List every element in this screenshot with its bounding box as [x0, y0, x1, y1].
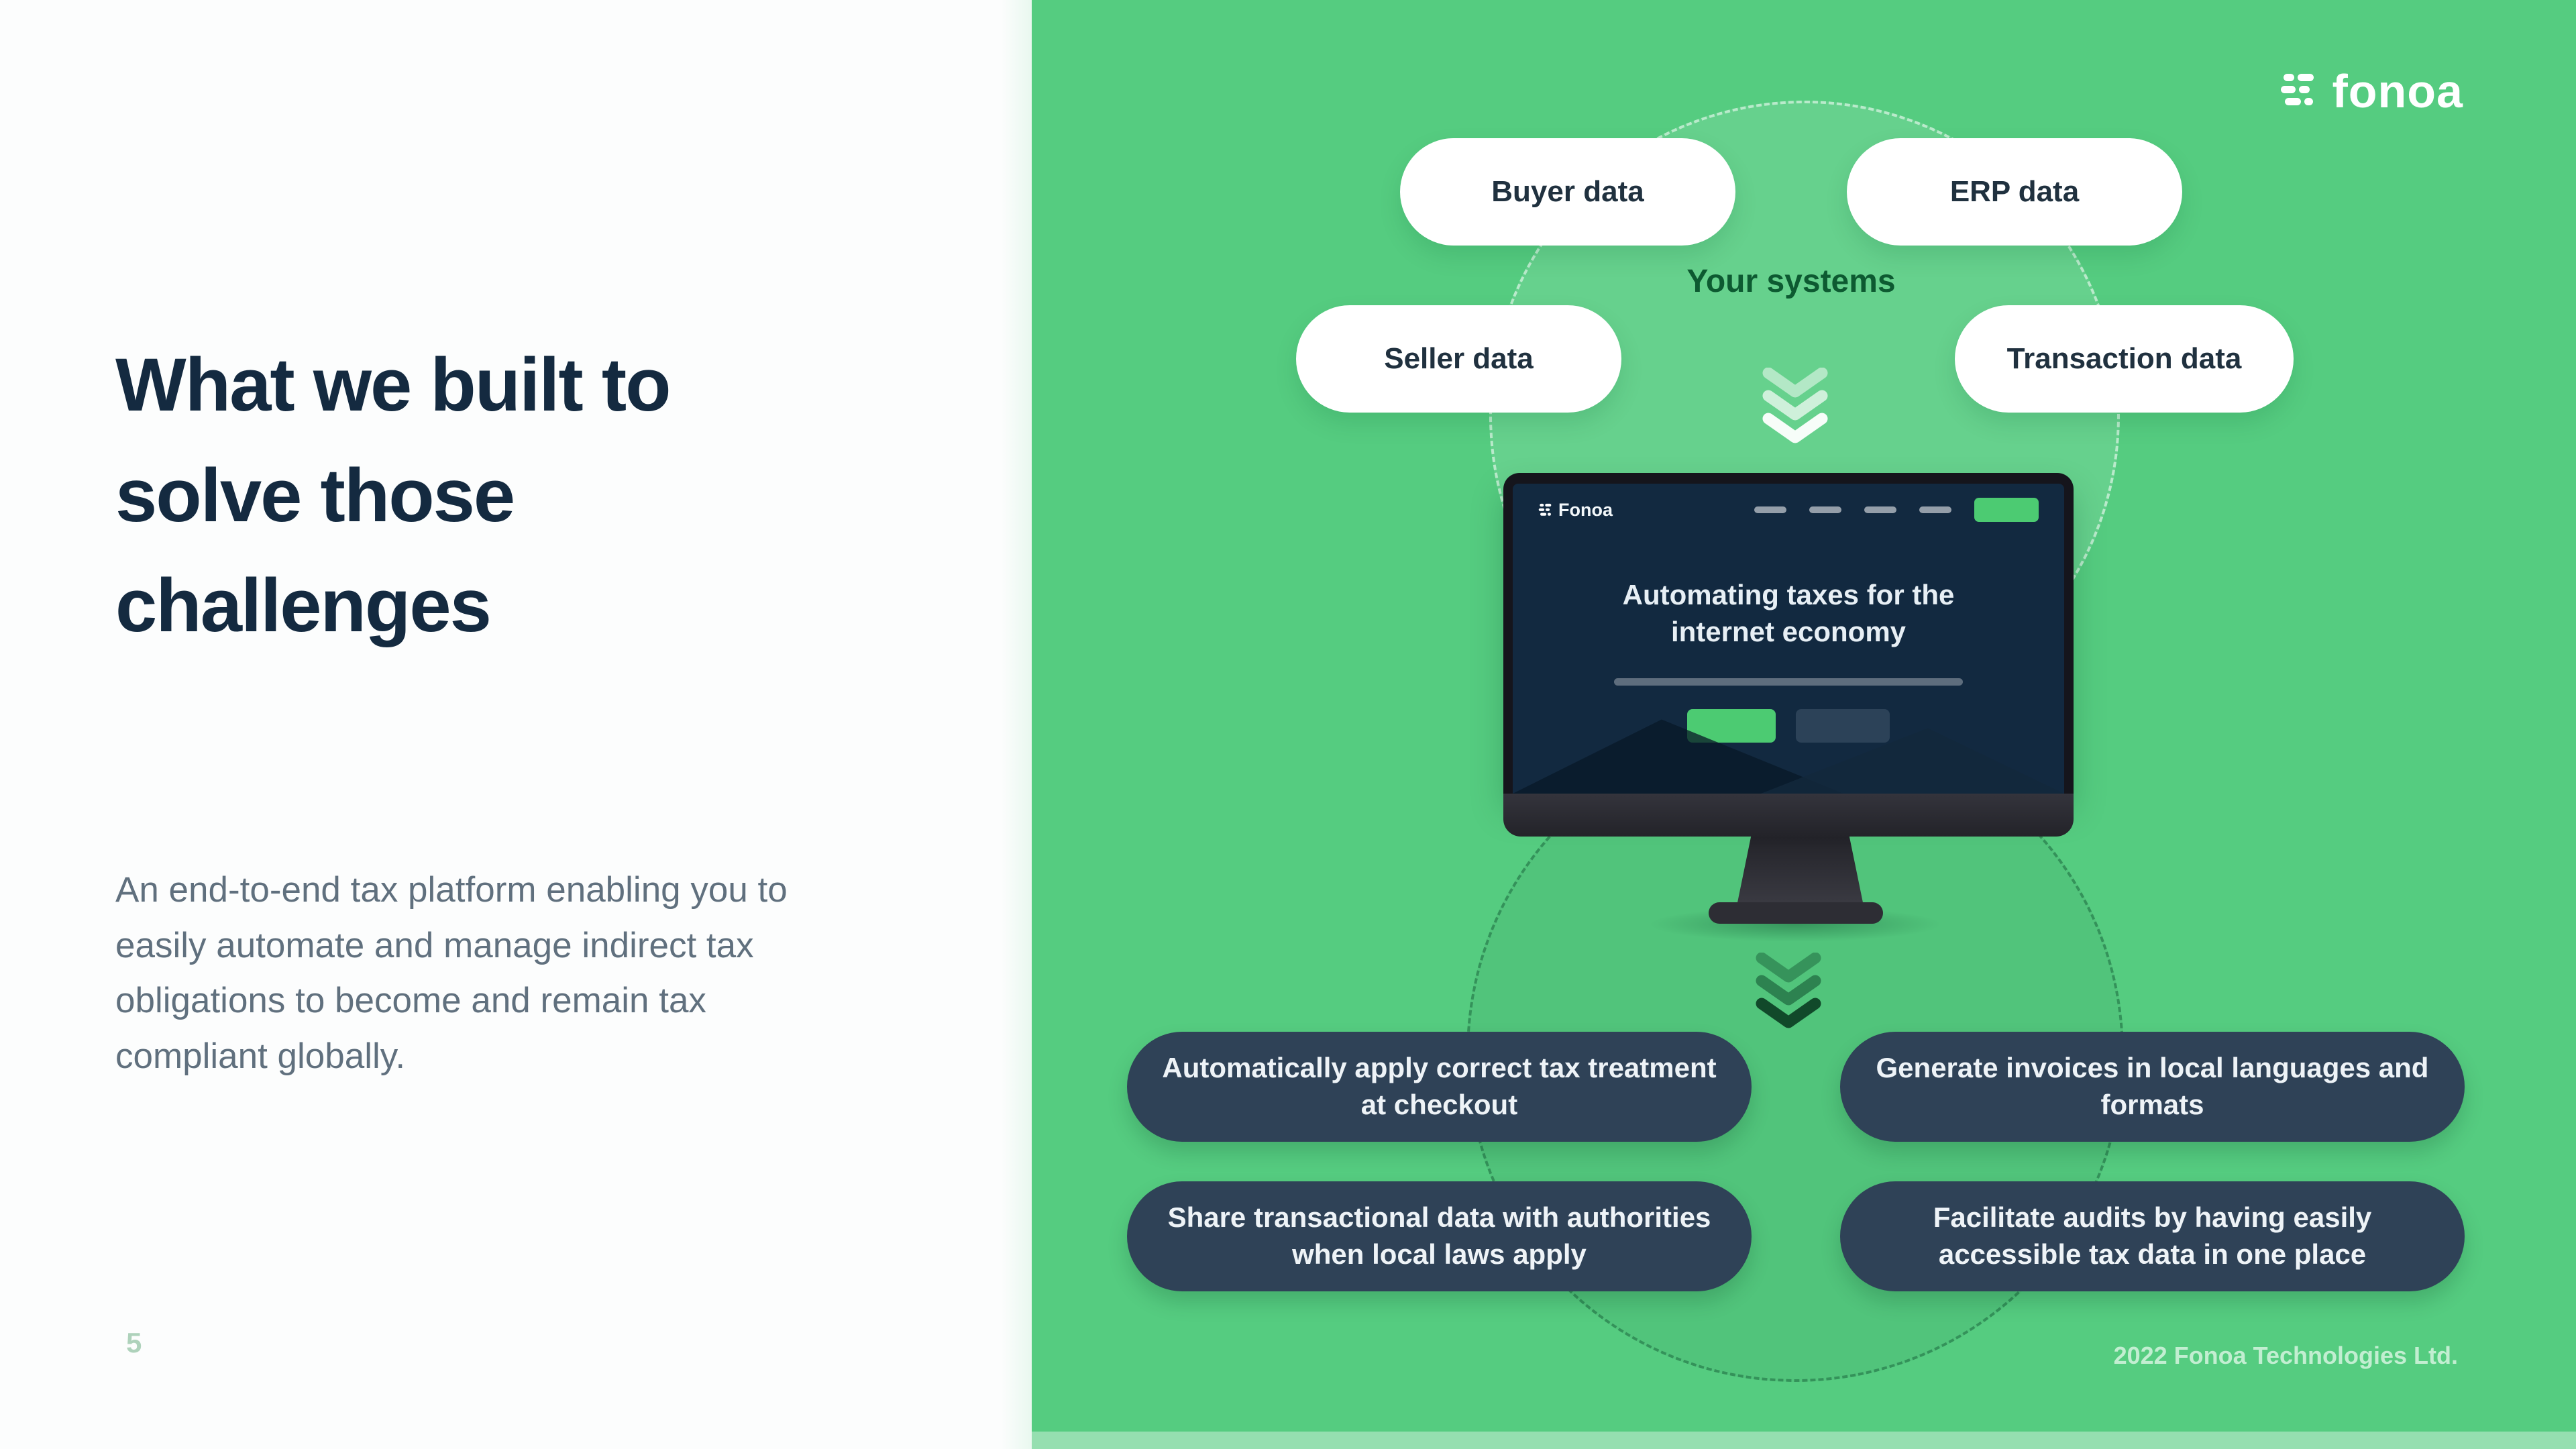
panel-edge-fade — [1001, 0, 1032, 1449]
hero-cta-secondary-button — [1796, 709, 1890, 743]
outcome-pill-invoices: Generate invoices in local languages and… — [1840, 1032, 2465, 1142]
chevron-down-icon — [1758, 367, 1832, 450]
outcome-pill-checkout: Automatically apply correct tax treatmen… — [1127, 1032, 1752, 1142]
monitor-screen: Fonoa Automating taxes for the internet … — [1513, 484, 2064, 794]
site-nav — [1754, 498, 2039, 522]
fonoa-logo-icon — [2279, 71, 2318, 112]
site-logo: Fonoa — [1538, 500, 1613, 521]
copyright: 2022 Fonoa Technologies Ltd. — [2113, 1342, 2458, 1369]
site-logo-text: Fonoa — [1558, 499, 1613, 520]
nav-item-placeholder — [1919, 506, 1951, 513]
pill-label: Share transactional data with authoritie… — [1167, 1201, 1711, 1270]
chevron-down-icon — [1752, 952, 1825, 1035]
nav-cta-button — [1974, 498, 2039, 522]
monitor-stand-neck — [1735, 837, 1865, 912]
nav-item-placeholder — [1864, 506, 1896, 513]
input-pill-transaction-data: Transaction data — [1955, 305, 2294, 413]
pill-label: Seller data — [1384, 342, 1534, 375]
outcome-pill-audits: Facilitate audits by having easily acces… — [1840, 1181, 2465, 1291]
outcome-pill-share-data: Share transactional data with authoritie… — [1127, 1181, 1752, 1291]
site-navbar: Fonoa — [1513, 484, 2064, 536]
fonoa-logo-text: fonoa — [2332, 65, 2463, 117]
hero-buttons — [1513, 709, 2064, 743]
hero-title: Automating taxes for the internet econom… — [1622, 579, 1955, 648]
hero-subtitle-placeholder — [1614, 678, 1963, 686]
systems-label: Your systems — [1686, 264, 1896, 299]
input-pill-buyer-data: Buyer data — [1400, 138, 1735, 246]
pill-label: ERP data — [1949, 175, 2080, 208]
right-panel: fonoa Your systems Buyer data ERP data S… — [1032, 0, 2576, 1449]
monitor: Fonoa Automating taxes for the internet … — [1503, 473, 2074, 837]
pill-label: Facilitate audits by having easily acces… — [1933, 1201, 2372, 1270]
monitor-chin — [1503, 794, 2074, 837]
pill-label: Generate invoices in local languages and… — [1876, 1052, 2429, 1120]
input-pill-seller-data: Seller data — [1296, 305, 1621, 413]
nav-item-placeholder — [1809, 506, 1841, 513]
monitor-frame: Fonoa Automating taxes for the internet … — [1503, 473, 2074, 794]
intro-paragraph: An end-to-end tax platform enabling you … — [115, 870, 788, 1077]
pill-label: Buyer data — [1491, 175, 1644, 208]
page-title: What we built to solve those challenges — [115, 343, 672, 648]
page-number: 5 — [126, 1327, 142, 1358]
fonoa-logo: fonoa — [2279, 64, 2463, 118]
pill-label: Transaction data — [2006, 342, 2242, 375]
nav-item-placeholder — [1754, 506, 1786, 513]
bottom-glow-strip — [1032, 1432, 2576, 1449]
pill-label: Automatically apply correct tax treatmen… — [1162, 1052, 1717, 1120]
left-panel: What we built to solve those challenges … — [0, 0, 1032, 1449]
input-pill-erp-data: ERP data — [1847, 138, 2182, 246]
monitor-stand-base — [1709, 902, 1883, 924]
